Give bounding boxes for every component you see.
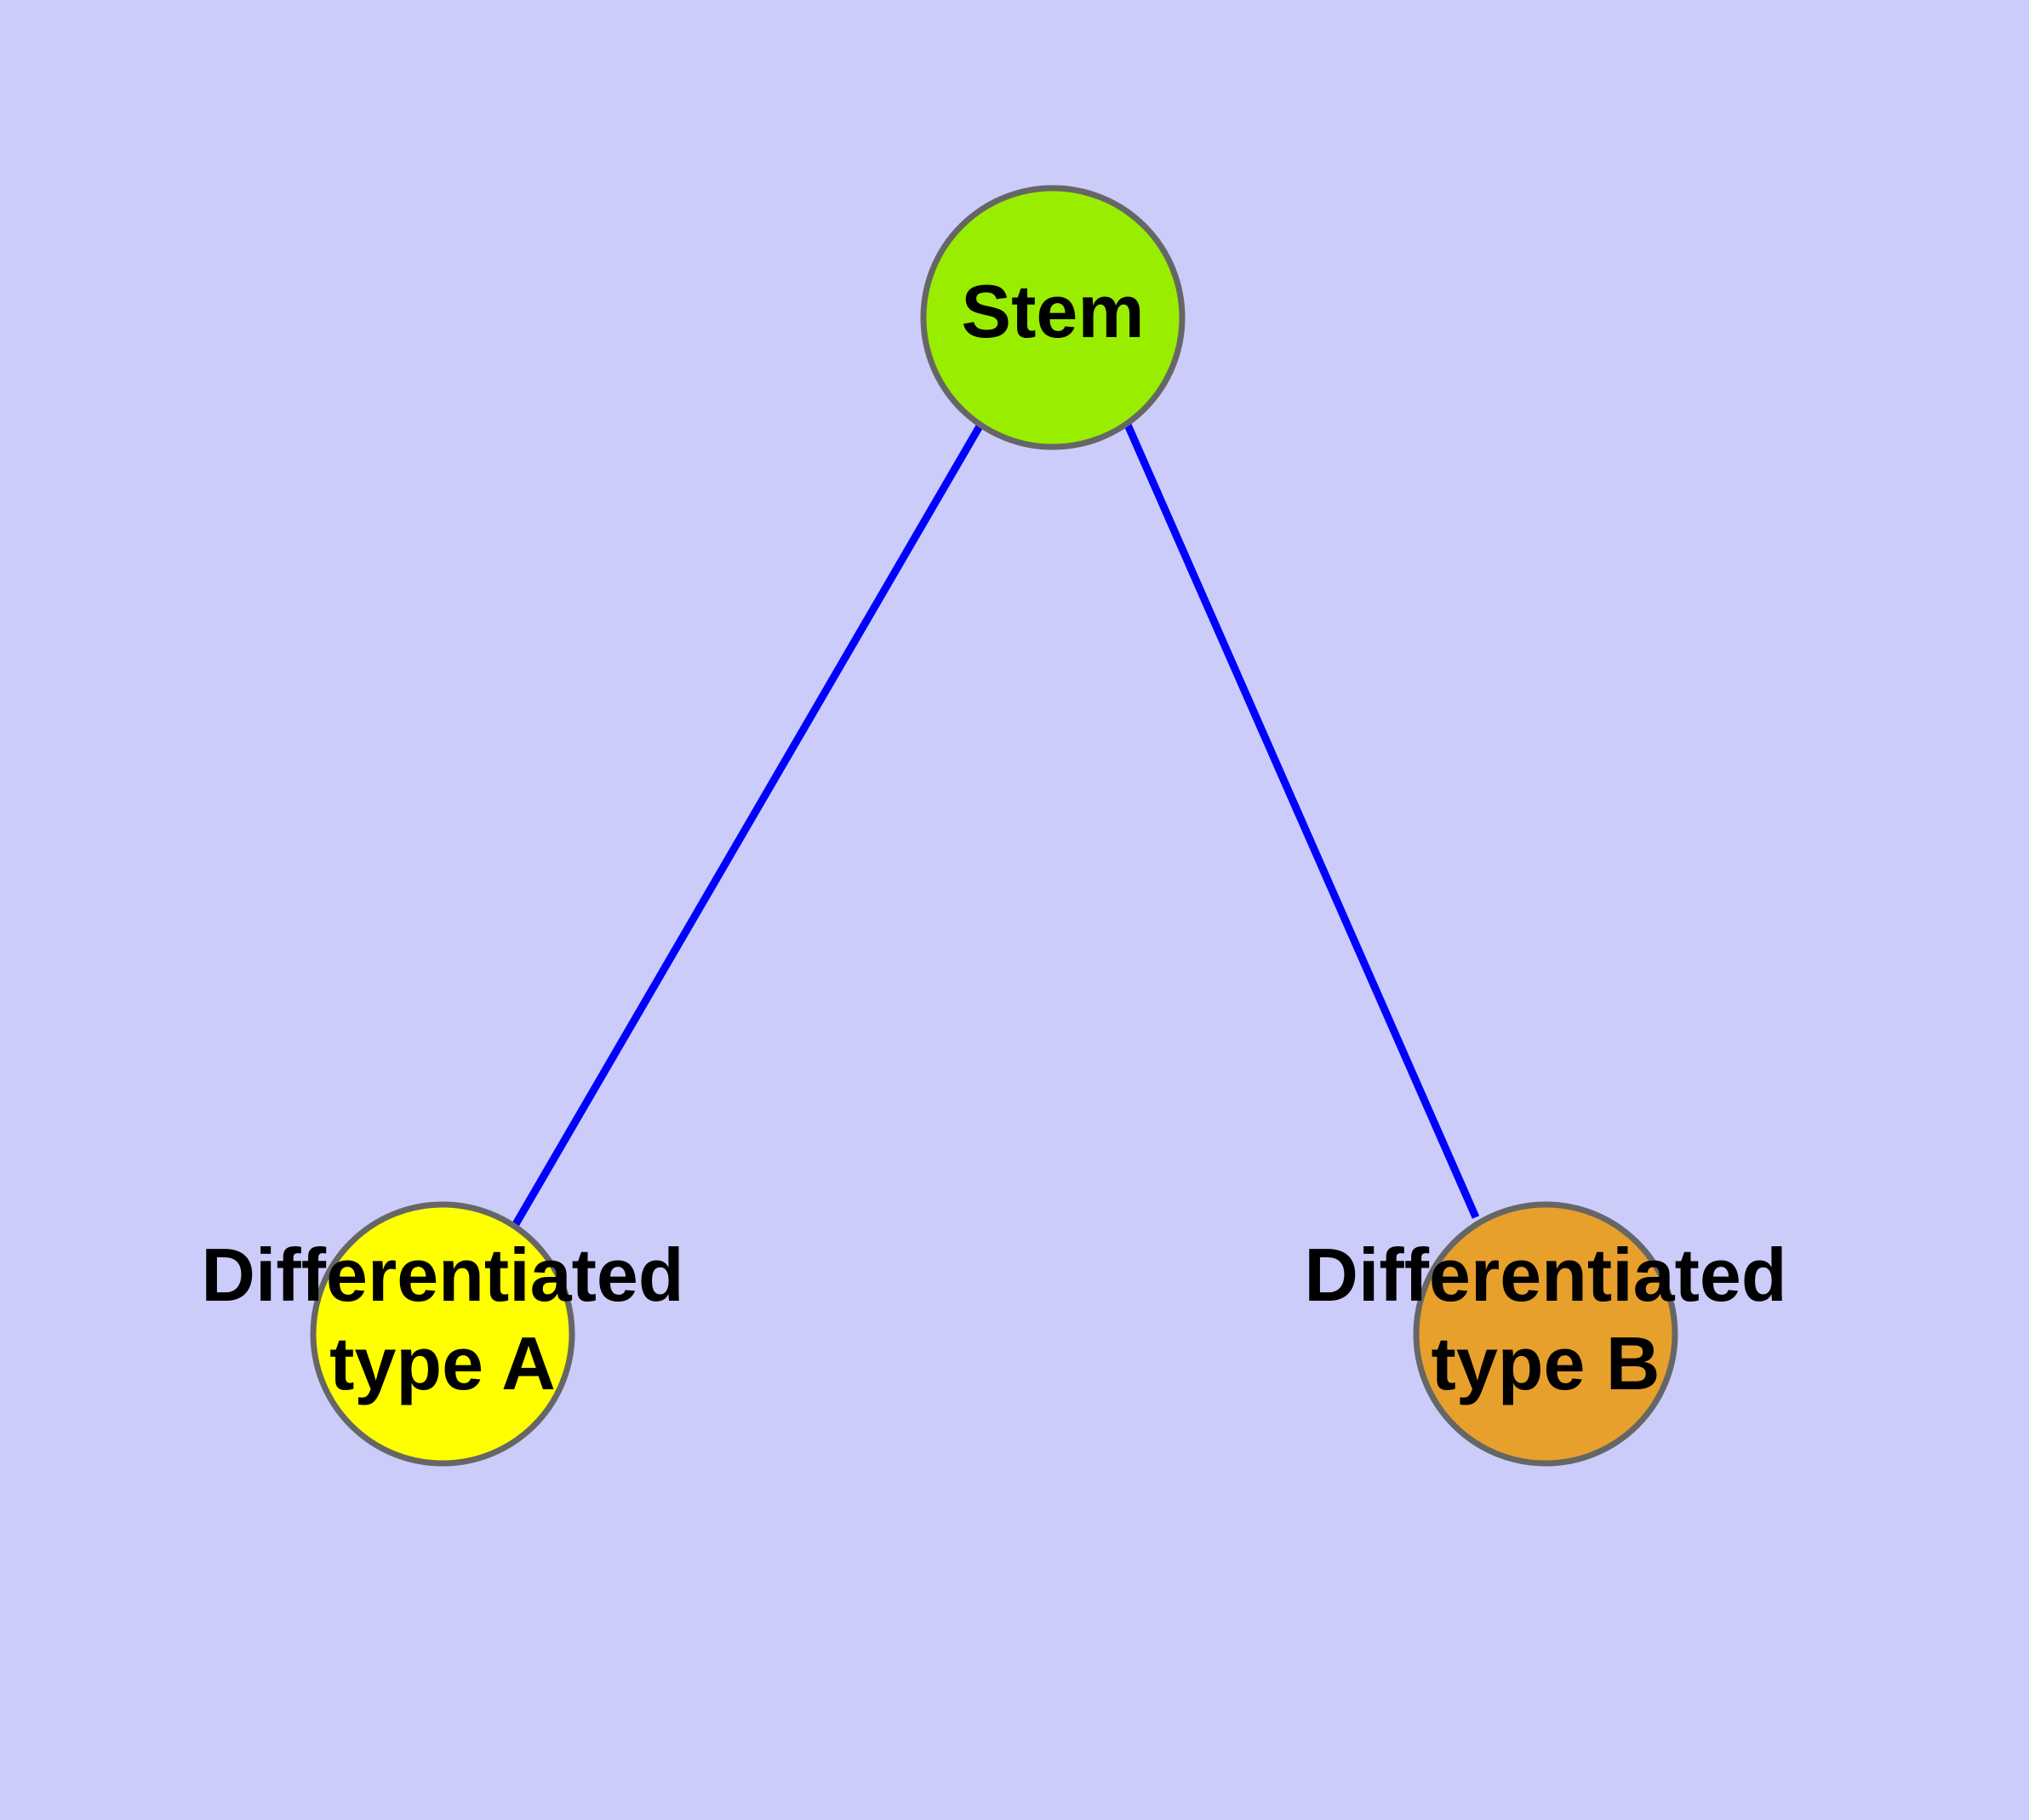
node-stem-label: Stem: [961, 269, 1144, 353]
node-differentiated-type-a-circle[interactable]: [310, 1201, 575, 1467]
edge-stem-to-diff-b[interactable]: [1123, 423, 1480, 1219]
node-differentiated-type-b-circle[interactable]: [1413, 1201, 1678, 1467]
edge-stem-to-diff-a[interactable]: [512, 422, 984, 1227]
node-stem-circle[interactable]: [920, 185, 1186, 450]
node-stem[interactable]: Stem: [920, 185, 1186, 450]
edge-layer: [512, 422, 1480, 1227]
